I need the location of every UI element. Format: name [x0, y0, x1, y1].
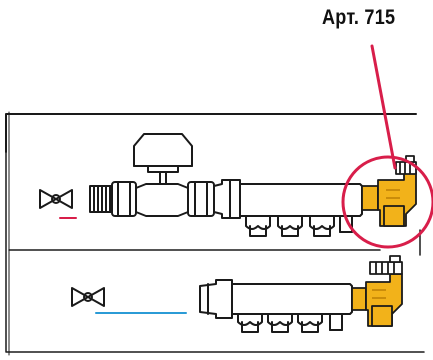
valve-symbol-icon	[39, 189, 73, 209]
union-nut-left	[111, 181, 137, 217]
brass-fitting-top	[361, 155, 417, 227]
manifold-outlet	[237, 313, 263, 333]
valve-actuator	[133, 133, 193, 167]
union-nut-right	[187, 181, 215, 217]
manifold-top	[213, 179, 363, 237]
article-label: Арт. 715	[322, 6, 396, 29]
manifold-outlet	[309, 215, 335, 237]
manifold-bottom	[199, 279, 353, 333]
manifold-outlet	[245, 215, 271, 237]
ball-valve	[133, 133, 193, 217]
threaded-nipple	[89, 185, 113, 213]
bowtie-valve-icon	[71, 287, 105, 307]
brass-fitting-bottom	[351, 255, 403, 327]
manifold-outlet	[277, 215, 303, 237]
callout-highlight-circle	[341, 155, 433, 249]
callout-leader	[370, 44, 397, 170]
manifold-outlet	[297, 313, 323, 333]
manifold-outlet	[267, 313, 293, 333]
diagram-frame	[5, 111, 425, 356]
